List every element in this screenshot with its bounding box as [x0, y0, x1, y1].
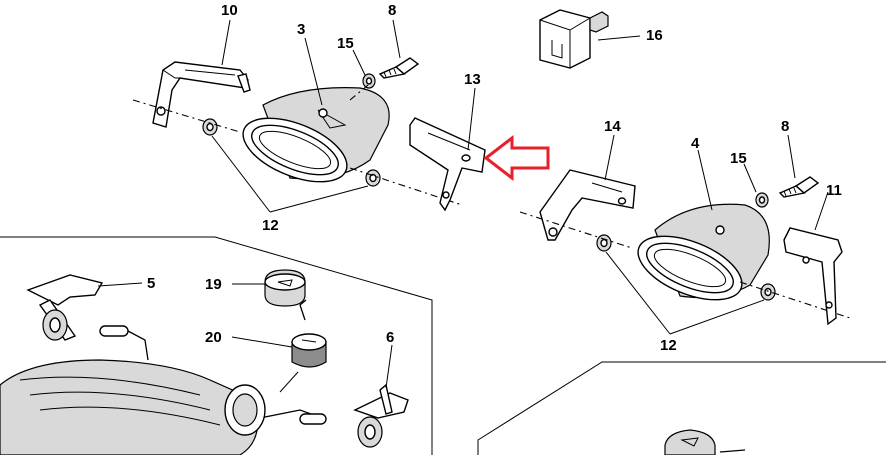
washer-15-right	[755, 192, 769, 208]
leader-lines	[97, 19, 829, 393]
highlight-arrow	[483, 134, 550, 182]
bracket-14	[539, 169, 636, 241]
callout-6: 6	[386, 329, 394, 346]
callout-12-left: 12	[262, 217, 279, 234]
callout-8-left: 8	[388, 2, 396, 19]
axis-line-left-b	[349, 167, 463, 206]
tube-assembly	[249, 409, 327, 425]
inset-frame-right	[477, 361, 886, 455]
fog-lamp-3	[242, 87, 390, 183]
axis-line-left-c	[349, 84, 369, 101]
bracket-5	[26, 274, 104, 341]
bracket-11	[783, 227, 843, 326]
bolt-8-left	[378, 57, 420, 79]
callout-12-right: 12	[660, 337, 677, 354]
cap-partial	[664, 429, 716, 455]
callout-11: 11	[826, 182, 842, 199]
washer-12-left-a	[202, 118, 218, 136]
washer-12-left-b	[365, 169, 381, 187]
callout-16: 16	[646, 27, 663, 44]
partial-label-stub	[719, 449, 746, 453]
callout-15-right: 15	[730, 150, 747, 167]
bracket-10	[152, 61, 251, 128]
washer-12-right-b	[760, 283, 776, 301]
fog-lamp-4	[637, 203, 770, 301]
washer-12-right-a	[596, 234, 612, 252]
hose-connector	[99, 325, 149, 361]
callout-13: 13	[464, 71, 481, 88]
washer-15-left	[362, 73, 376, 89]
callout-8-right: 8	[781, 118, 789, 135]
callout-4: 4	[691, 135, 700, 152]
callout-10: 10	[221, 2, 238, 19]
callout-19: 19	[205, 276, 222, 293]
callout-15-left: 15	[337, 35, 354, 52]
axis-line-left-a	[132, 99, 241, 133]
bulb-20	[291, 299, 327, 368]
callout-3: 3	[297, 21, 305, 38]
callout-20: 20	[205, 329, 222, 346]
axis-line-right-a	[519, 211, 633, 249]
bracket-6	[353, 383, 409, 448]
bolt-8-right	[778, 176, 820, 198]
callout-14: 14	[604, 118, 621, 135]
bracket-13	[409, 117, 486, 212]
headlamp-housing	[0, 359, 266, 455]
cap-19	[264, 269, 306, 307]
callout-5: 5	[147, 275, 155, 292]
inset-frame-left	[0, 236, 433, 455]
relay-16	[539, 9, 609, 69]
